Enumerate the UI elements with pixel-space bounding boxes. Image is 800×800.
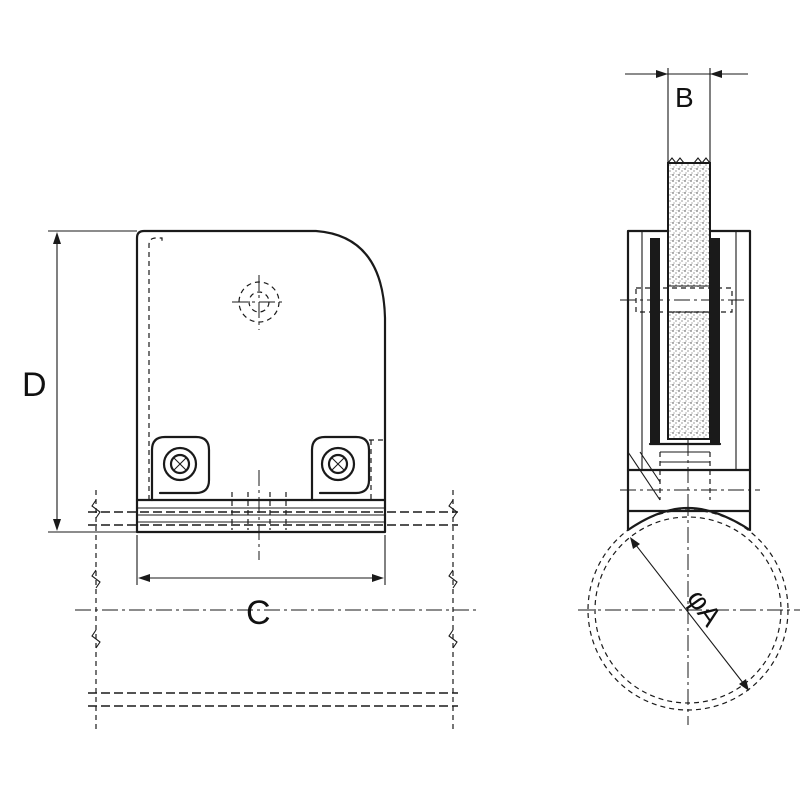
dimension-c-label: C (246, 594, 271, 632)
glass-panel (667, 157, 711, 440)
bracket-body (135, 229, 387, 534)
left-screw-icon (150, 435, 211, 502)
dimension-d-label: D (22, 366, 47, 404)
dimension-b: B (625, 68, 748, 163)
dimension-b-label: B (675, 82, 694, 113)
lower-bolt-hidden (231, 470, 287, 560)
dimension-c: C (136, 535, 386, 632)
center-screw-hidden (232, 275, 286, 330)
side-view: B φA (578, 68, 800, 725)
tube-front (75, 490, 478, 730)
break-marks (91, 499, 458, 649)
front-view: D C (22, 229, 478, 730)
side-screw-hidden (620, 287, 748, 313)
right-screw-icon (310, 435, 371, 502)
dimension-d: D (22, 230, 137, 533)
bracket-side (620, 229, 760, 532)
dimension-a: φA (630, 537, 749, 691)
